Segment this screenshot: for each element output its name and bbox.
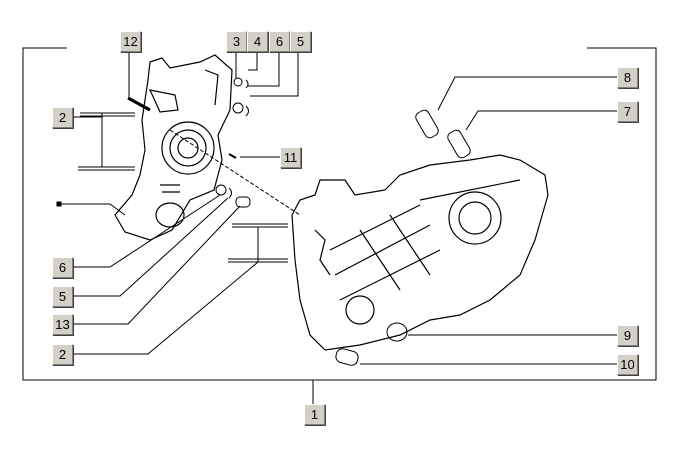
leader-lines bbox=[60, 51, 617, 365]
stud-bolts-upper bbox=[78, 112, 135, 171]
callout-4[interactable]: 4 bbox=[247, 31, 268, 52]
dowel-7 bbox=[447, 129, 471, 159]
dowel-8 bbox=[415, 109, 439, 139]
callout-12[interactable]: 12 bbox=[120, 31, 141, 52]
clip-4 bbox=[245, 79, 249, 89]
bearing-9 bbox=[386, 322, 408, 342]
bushing-10 bbox=[335, 348, 359, 366]
clip-5 bbox=[245, 105, 249, 117]
callout-1[interactable]: 1 bbox=[304, 404, 325, 425]
callout-8[interactable]: 8 bbox=[617, 67, 638, 88]
assembly-bracket bbox=[22, 47, 657, 381]
axis-line bbox=[169, 129, 301, 216]
callout-13[interactable]: 13 bbox=[52, 314, 73, 335]
right-crankcase-half bbox=[291, 154, 549, 351]
washer-6 bbox=[232, 102, 244, 114]
callout-10[interactable]: 10 bbox=[617, 354, 638, 375]
left-crankcase-half bbox=[114, 54, 233, 241]
washer-3 bbox=[233, 77, 243, 87]
bushing-13 bbox=[235, 196, 251, 208]
reference-marker bbox=[56, 201, 62, 207]
callout-7[interactable]: 7 bbox=[617, 101, 638, 122]
bolt-12 bbox=[127, 96, 151, 112]
callout-3[interactable]: 3 bbox=[226, 31, 247, 52]
callout-5[interactable]: 5 bbox=[290, 31, 311, 52]
callout-9[interactable]: 9 bbox=[617, 325, 638, 346]
callout-6[interactable]: 6 bbox=[269, 31, 290, 52]
callout-2[interactable]: 2 bbox=[52, 107, 73, 128]
callout-6-lower[interactable]: 6 bbox=[52, 257, 73, 278]
washer-6-lower bbox=[215, 184, 227, 196]
callout-11[interactable]: 11 bbox=[280, 147, 301, 168]
pin-11 bbox=[228, 153, 237, 159]
clip-5-lower bbox=[228, 187, 232, 199]
callout-5-lower[interactable]: 5 bbox=[52, 286, 73, 307]
callout-2-lower[interactable]: 2 bbox=[52, 344, 73, 365]
